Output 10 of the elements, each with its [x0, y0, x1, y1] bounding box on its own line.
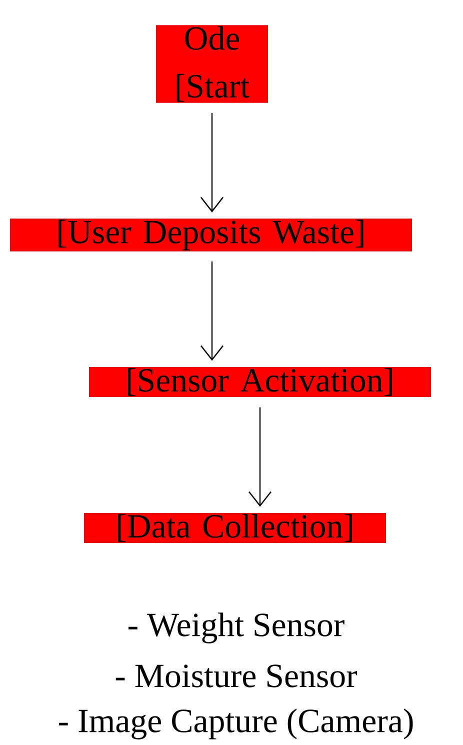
start-box: Ode [Start	[156, 25, 268, 103]
list-item: - Weight Sensor	[128, 612, 344, 644]
arrow	[200, 113, 224, 212]
process-box: [User Deposits Waste]	[10, 218, 412, 252]
list-item: - Moisture Sensor	[116, 664, 358, 688]
list-item: - Image Capture (Camera)	[59, 708, 413, 740]
arrow	[248, 407, 272, 507]
process-box: [Sensor Activation]	[89, 366, 431, 398]
process-box: [Data Collection]	[84, 512, 386, 543]
arrow	[200, 262, 224, 361]
